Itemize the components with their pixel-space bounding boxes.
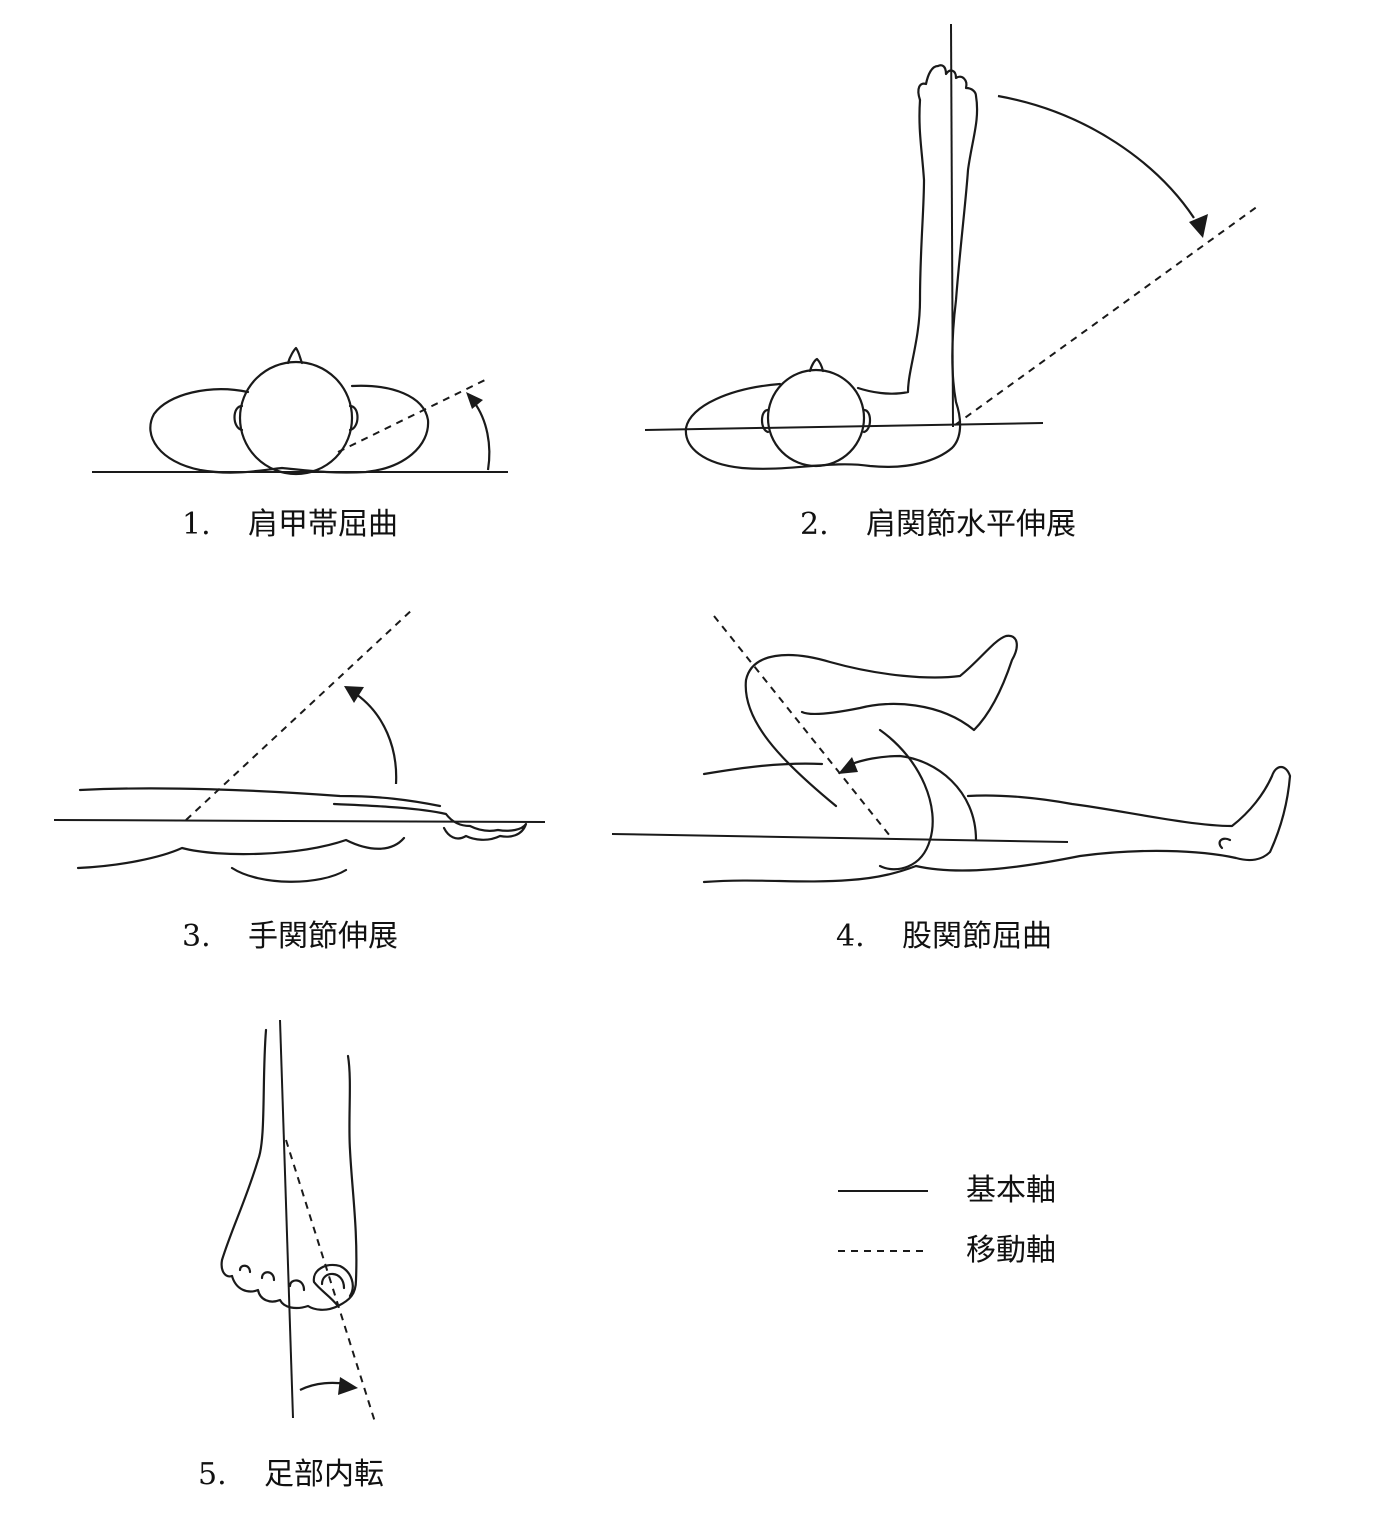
fig2-basic-axis <box>644 422 1044 431</box>
fig4-torso-bottom <box>702 864 918 884</box>
fig1-head <box>238 360 354 476</box>
fig2-body-outline <box>684 94 979 470</box>
figure-5-number: 5. <box>198 1457 227 1492</box>
fig4-knee <box>878 728 934 871</box>
fig3-palm <box>230 866 348 883</box>
fig4-arrowhead <box>838 757 858 774</box>
fig3-forearm-bottom <box>76 836 406 870</box>
figure-1-number: 1. <box>182 507 211 542</box>
fig2-ear-left <box>760 408 770 434</box>
fig2-arrowhead <box>1189 214 1208 238</box>
fig3-basic-axis <box>53 819 546 823</box>
figure-3-number: 3. <box>182 919 211 954</box>
figure-1-caption: 1. 肩甲帯屈曲 <box>182 510 398 540</box>
fig4-arc-arrow <box>851 754 978 841</box>
fig3-fingers <box>332 802 528 841</box>
fig1-moving-axis <box>337 379 486 453</box>
figure-3-illustration <box>53 607 546 883</box>
fig1-nose <box>286 346 304 365</box>
fig1-ear-left <box>233 404 244 432</box>
fig2-head <box>766 368 866 468</box>
figure-4-number: 4. <box>836 919 865 954</box>
fig4-torso <box>702 762 824 776</box>
fig3-forearm-top <box>78 787 442 808</box>
figure-5-caption: 5. 足部内転 <box>198 1460 384 1490</box>
figure-2-caption: 2. 肩関節水平伸展 <box>800 510 1076 540</box>
fig1-arrowhead <box>466 392 483 409</box>
figure-4-label: 股関節屈曲 <box>902 919 1052 954</box>
figure-5-illustration <box>220 1019 376 1423</box>
fig4-basic-axis <box>611 833 1069 843</box>
fig2-arc-arrow <box>997 94 1195 219</box>
fig1-body-outline <box>149 384 430 474</box>
fig5-toenails <box>238 1264 346 1292</box>
fig2-ear-right <box>862 408 872 434</box>
figure-3-label: 手関節伸展 <box>248 919 398 954</box>
legend-basic-axis-label: 基本軸 <box>966 1173 1056 1208</box>
fig5-arrowhead <box>338 1377 358 1395</box>
figure-5-label: 足部内転 <box>264 1457 384 1492</box>
fig5-moving-axis <box>285 1139 376 1423</box>
fig4-ankle-bone <box>1218 837 1232 850</box>
fig2-nose <box>808 357 825 373</box>
figure-1-label: 肩甲帯屈曲 <box>248 507 398 542</box>
fig1-ear-right <box>348 404 359 432</box>
fig3-arc-arrow <box>355 693 398 785</box>
figure-4-caption: 4. 股関節屈曲 <box>836 922 1052 952</box>
fig5-basic-axis <box>279 1019 294 1419</box>
fig4-flexed-thigh <box>744 634 1018 808</box>
figure-2-label: 肩関節水平伸展 <box>866 507 1076 542</box>
fig5-toes <box>230 1263 354 1311</box>
figure-1-illustration <box>92 346 508 476</box>
figure-2-number: 2. <box>800 507 829 542</box>
fig3-arrowhead <box>344 686 364 703</box>
figure-4-illustration <box>611 615 1292 884</box>
fig4-moving-axis <box>713 615 891 837</box>
fig5-leg-right <box>336 1054 358 1308</box>
fig3-moving-axis <box>185 607 415 821</box>
figure-3-caption: 3. 手関節伸展 <box>182 922 398 952</box>
fig2-moving-axis <box>954 205 1259 426</box>
figure-2-illustration <box>644 23 1259 470</box>
fig5-leg-left <box>220 1028 268 1278</box>
fig4-straight-leg <box>914 765 1292 872</box>
fig1-arc-arrow <box>473 401 491 471</box>
legend-moving-axis-label: 移動軸 <box>966 1233 1056 1268</box>
fig2-hand <box>917 64 978 102</box>
fig2-arm-outline <box>856 98 926 395</box>
